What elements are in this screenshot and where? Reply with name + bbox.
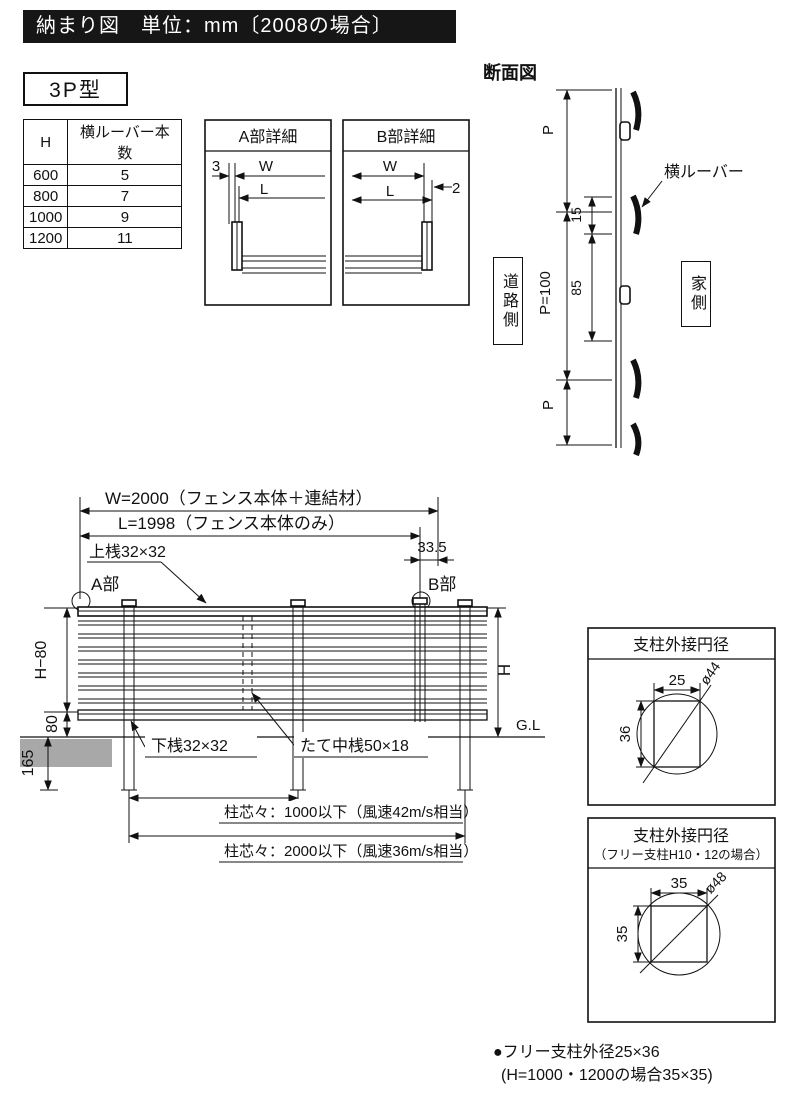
bottom-rail-label: 下桟32×32 (151, 737, 228, 755)
circum1-circle (636, 693, 718, 775)
spec-table: H 横ルーバー本数 600 5 800 7 1000 9 1200 11 (22, 119, 183, 249)
dim-p-top: P (540, 125, 557, 135)
louver-lines (78, 620, 487, 704)
louver-blade (630, 422, 642, 457)
circum2-subtitle: （フリー支柱H10・12の場合） (594, 847, 768, 862)
dim-p-100: P=100 (537, 271, 554, 315)
dim-w2000-label: W=2000（フェンス本体＋連結材） (105, 489, 372, 508)
elevation-view: W=2000（フェンス本体＋連結材） L=1998（フェンス本体のみ） 33.5… (20, 489, 545, 863)
house-side-label: 家側 (681, 261, 711, 327)
detail-b-dim-2: 2 (452, 180, 460, 197)
circum1-height: 36 (617, 726, 634, 743)
detail-a-view: A部詳細 3 W L (204, 119, 332, 306)
panel-connector (412, 597, 428, 722)
section-view: 断面図 P P=100 P (483, 62, 744, 457)
dim-33-5: 33.5 (417, 539, 446, 556)
detail-a-title: A部詳細 (239, 128, 298, 146)
footer-note-2: (H=1000・1200の場合35×35) (501, 1067, 713, 1084)
circum1-title: 支柱外接円径 (633, 636, 729, 654)
circum2-height: 35 (614, 926, 631, 943)
top-rail-label: 上桟32×32 (89, 543, 166, 561)
fence-posts (121, 599, 473, 791)
detail-b-dim-l: L (386, 183, 394, 200)
louver-callout-label: 横ルーバー (664, 163, 744, 181)
dim-165: 165 (20, 750, 37, 777)
table-header-row: H 横ルーバー本数 (22, 119, 183, 165)
louver-blade (630, 194, 642, 235)
detail-a-dim-l: L (260, 181, 268, 198)
circumcircle-box-1: 支柱外接円径 ø44 25 36 (587, 627, 776, 806)
louver-clip (619, 121, 631, 141)
post-span-1000-label: 柱芯々：1000以下（風速42m/s相当） (224, 804, 478, 821)
page-title: 納まり図 単位：mm〔2008の場合〕 (23, 10, 456, 43)
dim-h: H (495, 664, 514, 676)
ground-hatch (20, 739, 112, 767)
louver-blade (630, 90, 642, 131)
dim-h-minus-80: H−80 (33, 641, 50, 680)
footer-note-1: ●フリー支柱外径25×36 (493, 1044, 660, 1061)
circum1-post-section (653, 700, 701, 768)
louver-clip (619, 285, 631, 305)
road-side-label: 道路側 (493, 257, 523, 345)
dim-15: 15 (568, 207, 584, 223)
post-span-2000-label: 柱芯々：2000以下（風速36m/s相当） (224, 843, 478, 860)
table-row: 600 5 (22, 164, 183, 186)
dim-85: 85 (568, 280, 584, 296)
col-header-h: H (22, 119, 69, 165)
table-row: 1200 11 (22, 227, 183, 249)
section-title: 断面図 (483, 62, 537, 83)
circum1-width: 25 (669, 672, 686, 689)
dim-l1998-label: L=1998（フェンス本体のみ） (118, 514, 345, 533)
part-a-label: A部 (91, 575, 119, 594)
detail-a-dim-3: 3 (212, 158, 220, 175)
part-b-label: B部 (428, 575, 456, 594)
col-header-count: 横ルーバー本数 (67, 119, 183, 165)
fence-panel (77, 606, 488, 721)
mid-rail-label: たて中桟50×18 (300, 737, 409, 755)
table-row: 1000 9 (22, 206, 183, 228)
louver-blade (630, 358, 642, 399)
circumcircle-box-2: 支柱外接円径 （フリー支柱H10・12の場合） ø48 35 35 (587, 817, 776, 1023)
detail-a-dim-w: W (259, 158, 274, 175)
detail-b-title: B部詳細 (377, 128, 436, 146)
dim-p-bottom: P (540, 400, 557, 410)
circum2-post-section (650, 905, 708, 963)
detail-b-dim-w: W (383, 158, 398, 175)
circum2-width: 35 (671, 875, 688, 892)
model-label: 3P型 (23, 72, 128, 106)
mid-rail-callout: たて中桟50×18 (251, 692, 428, 758)
ground-level-label: G.L (516, 717, 540, 734)
detail-b-view: B部詳細 W L 2 (342, 119, 470, 306)
bottom-rail-callout: 下桟32×32 (130, 720, 257, 758)
circum2-title: 支柱外接円径 (633, 827, 729, 845)
dim-80: 80 (44, 715, 61, 733)
